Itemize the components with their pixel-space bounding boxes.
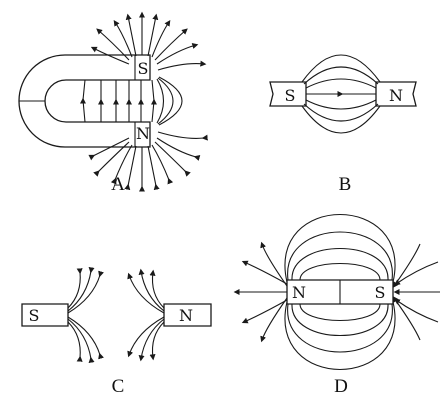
- diagram-d-pole-n: N: [292, 283, 306, 302]
- diagram-d-caption: D: [334, 376, 348, 397]
- diagram-c-field-lines: [67, 266, 165, 364]
- magnet-s-left: [21, 303, 69, 327]
- diagram-a-caption: A: [111, 174, 125, 195]
- diagram-d-field-lines: [233, 214, 440, 370]
- diagram-b: S N B: [269, 54, 417, 195]
- diagram-a-pole-n: N: [136, 124, 150, 143]
- magnet-n-right: [163, 303, 212, 327]
- horseshoe-magnet: [18, 54, 151, 148]
- diagram-c-pole-n: N: [179, 306, 193, 325]
- diagram-a: S N: [18, 11, 208, 195]
- diagram-d: N S D: [233, 214, 440, 397]
- diagram-a-pole-s: S: [138, 59, 149, 78]
- diagram-b-caption: B: [339, 174, 352, 195]
- diagram-b-pole-s: S: [285, 86, 296, 105]
- diagram-a-field-lines: [79, 11, 208, 192]
- diagram-b-pole-n: N: [389, 86, 403, 105]
- diagram-d-pole-s: S: [375, 283, 386, 302]
- diagram-b-field-lines: [301, 54, 381, 134]
- diagram-c-caption: C: [112, 376, 125, 397]
- diagram-c-pole-s: S: [29, 306, 40, 325]
- magnet-s-left: [269, 81, 307, 107]
- diagram-c: S N C: [21, 266, 212, 397]
- magnet-n-right: [375, 81, 417, 107]
